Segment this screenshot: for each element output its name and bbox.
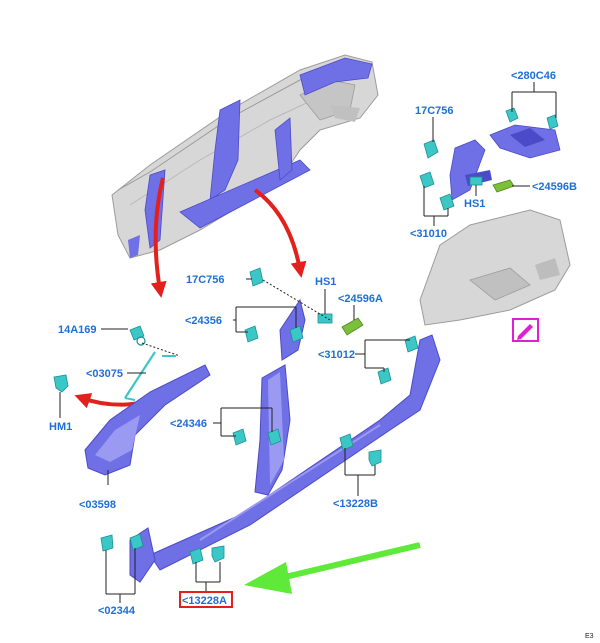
label-14a169[interactable]: 14A169	[58, 324, 97, 336]
pencil-note-icon[interactable]	[517, 324, 533, 340]
label-13228b[interactable]: <13228B	[333, 498, 378, 510]
label-24596b[interactable]: <24596B	[532, 181, 577, 193]
red-arrow-mid	[253, 188, 307, 278]
red-arrow-left	[150, 177, 167, 298]
label-hm1[interactable]: HM1	[49, 421, 72, 433]
corner-code: E3	[585, 633, 594, 640]
clip-17c756-mid	[249, 267, 264, 287]
clips-24346	[232, 428, 282, 446]
clip-hs1-right	[469, 176, 483, 186]
body-side-shell	[111, 54, 379, 259]
quarter-trim-panel	[419, 209, 571, 326]
clip-280c46	[505, 107, 559, 130]
cable-03075	[124, 351, 176, 401]
label-24596a[interactable]: <24596A	[338, 293, 383, 305]
label-24346[interactable]: <24346	[170, 418, 207, 430]
upper-quarter-trim	[449, 124, 561, 201]
clips-31012	[377, 335, 419, 385]
label-03075[interactable]: <03075	[86, 368, 123, 380]
clip-31010	[419, 171, 455, 211]
label-17c756-right[interactable]: 17C756	[415, 105, 454, 117]
label-31012[interactable]: <31012	[318, 349, 355, 361]
label-280c46[interactable]: <280C46	[511, 70, 556, 82]
a-pillar-lower-trim	[84, 364, 211, 476]
label-31010[interactable]: <31010	[410, 228, 447, 240]
clips-02344	[100, 533, 144, 552]
green-arrow	[244, 542, 421, 594]
label-13228a[interactable]: <13228A	[182, 595, 227, 607]
label-17c756-mid[interactable]: 17C756	[186, 274, 225, 286]
clip-14a169	[129, 325, 146, 346]
label-hs1-mid[interactable]: HS1	[315, 276, 336, 288]
clip-17c756-right	[423, 139, 439, 159]
pad-24596b	[492, 179, 515, 193]
label-03598[interactable]: <03598	[79, 499, 116, 511]
clips-24356	[244, 325, 304, 343]
note-icon-box[interactable]	[512, 318, 539, 342]
clips-13228a	[189, 545, 225, 565]
label-hs1-right[interactable]: HS1	[464, 198, 485, 210]
highlight-box-13228a	[179, 591, 233, 608]
clip-hm1	[53, 374, 69, 393]
clip-hs1-mid	[317, 313, 333, 324]
label-24356[interactable]: <24356	[185, 315, 222, 327]
label-02344[interactable]: <02344	[98, 605, 136, 617]
leader-lines	[59, 82, 557, 603]
clips-13228b	[339, 433, 382, 467]
pad-24596a	[341, 317, 364, 336]
